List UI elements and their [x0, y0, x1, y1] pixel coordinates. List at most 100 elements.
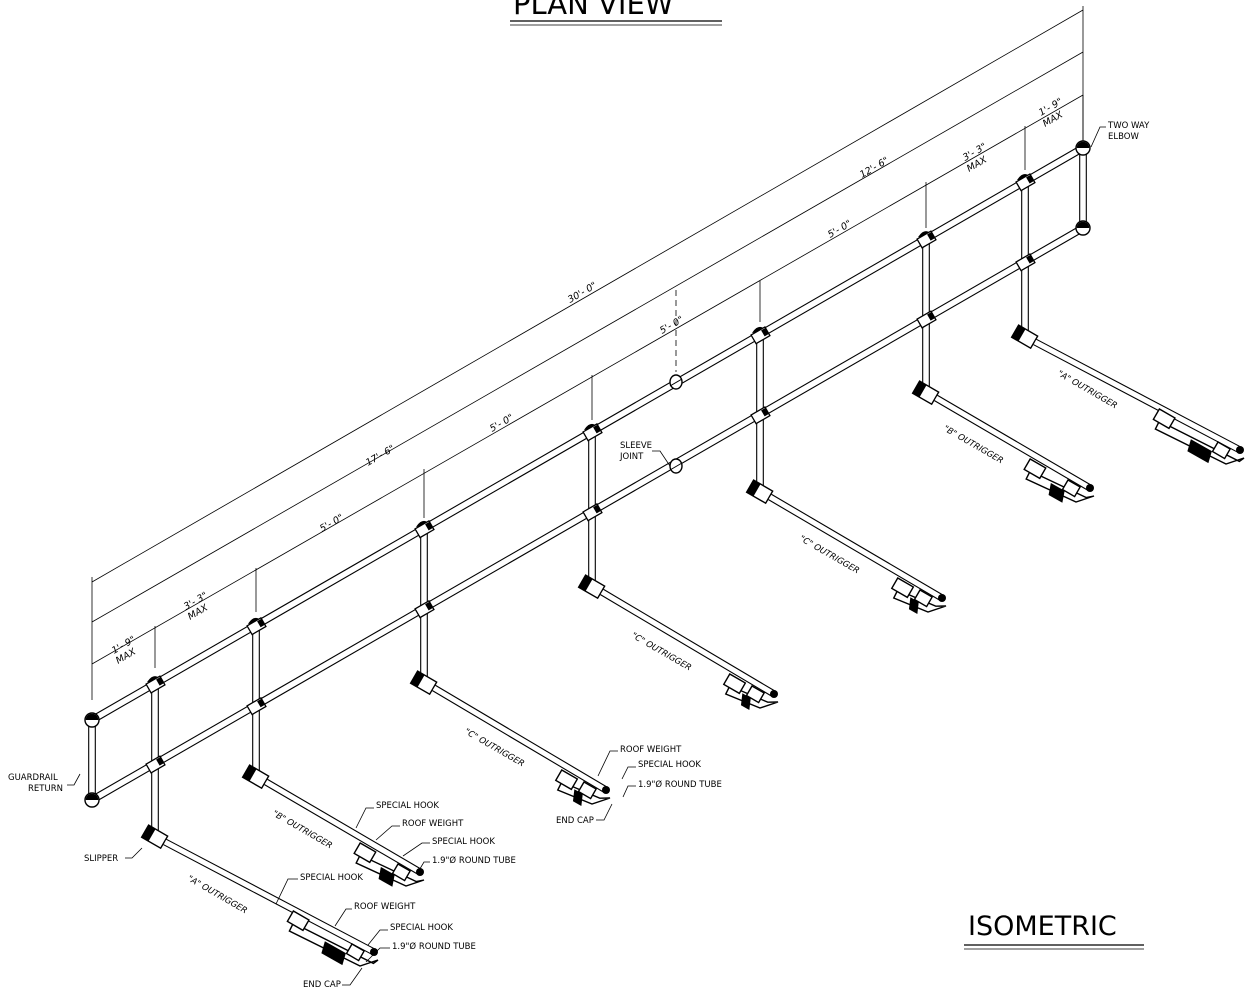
outrigger-tube-3-body [432, 685, 608, 793]
dim-overall: 30'- 0" [566, 280, 599, 305]
clamp-bolt [593, 504, 601, 514]
callout-b-roof-weight: ROOF WEIGHT [402, 819, 464, 829]
roof-weight-shade [321, 941, 346, 966]
rail-clamp [145, 675, 166, 694]
rail-clamp [145, 755, 166, 774]
outrigger-label-c-3: "C" OUTRIGGER [798, 534, 861, 576]
dim-span-a: 5'- 0" [318, 512, 346, 534]
special-hook [1061, 479, 1082, 498]
callout-guardrail-return-2: RETURN [28, 784, 63, 794]
dim-span-b: 5'- 0" [488, 412, 516, 434]
rail-clamp [582, 503, 603, 522]
clamp-bolt [761, 327, 769, 337]
clamp-bolt [1026, 174, 1034, 184]
clamp-bolt [425, 521, 433, 531]
dim-left-run: 17'- 6" [364, 443, 397, 468]
clamp-bolt [156, 677, 164, 686]
outrigger-tube-2-body [264, 779, 422, 875]
special-hook [345, 943, 366, 962]
callout-a-special-hook-bottom: SPECIAL HOOK [390, 923, 453, 933]
special-hook [1211, 441, 1232, 460]
roof-weight-shade [378, 866, 395, 887]
callout-b-special-hook-bottom: SPECIAL HOOK [432, 837, 495, 847]
callout-b-round-tube: 1.9"Ø ROUND TUBE [432, 855, 516, 866]
special-hook [913, 589, 934, 608]
clamp-bolt [593, 424, 601, 434]
sleeve-seam [669, 378, 683, 387]
roof-weight-shade [1048, 482, 1065, 503]
rail-clamp [1015, 173, 1036, 192]
slipper-shade [746, 480, 761, 497]
elbow-shade [1076, 141, 1090, 149]
callout-two-way-elbow-1: TWO WAY [1107, 121, 1150, 131]
clamp-bolt [257, 698, 265, 708]
callout-c-end-cap: END CAP [556, 816, 594, 826]
slipper-shade [578, 575, 593, 592]
special-hook [722, 673, 747, 695]
callout-sleeve-joint-1: SLEEVE [620, 441, 652, 451]
callout-b-special-hook-top: SPECIAL HOOK [376, 801, 439, 811]
isometric-title: ISOMETRIC [968, 911, 1117, 942]
special-hook [577, 781, 598, 800]
rail-clamp [916, 310, 937, 329]
end-cap [1086, 484, 1094, 492]
callout-a-round-tube: 1.9"Ø ROUND TUBE [392, 941, 476, 952]
outrigger-label-a-right: "A" OUTRIGGER [1056, 369, 1119, 411]
rail-clamp [414, 600, 435, 619]
sleeve-seam [669, 462, 683, 471]
clamp-bolt [156, 757, 164, 766]
roof-weight-shade [740, 693, 751, 711]
callout-texts: TWO WAY ELBOW SLEEVE JOINT GUARDRAIL RET… [8, 121, 1150, 990]
special-hook [745, 685, 766, 704]
special-hook [353, 842, 377, 864]
elbow-shade [85, 713, 99, 721]
clamp-bolt [927, 232, 935, 241]
dimension-lines [91, 6, 1084, 700]
callout-a-roof-weight: ROOF WEIGHT [354, 902, 416, 912]
clamp-bolt [927, 312, 935, 321]
outrigger-tube-5-body [768, 494, 944, 601]
special-hook [391, 863, 412, 882]
callout-c-round-tube: 1.9"Ø ROUND TUBE [638, 779, 722, 790]
dim-right-run: 12'- 6" [858, 155, 891, 180]
callout-sleeve-joint-2: JOINT [619, 452, 644, 462]
outrigger-tube-7-body [1033, 339, 1242, 453]
end-cap [602, 786, 610, 794]
slipper-shade [141, 825, 156, 842]
special-hook [1023, 458, 1047, 480]
rail-clamp [414, 520, 435, 539]
rail-clamp [246, 616, 267, 636]
special-hook [286, 910, 310, 932]
elbow-shade [1076, 221, 1090, 229]
roof-weight-shade [1187, 439, 1212, 464]
dim-span-right: 5'- 0" [826, 218, 854, 240]
rail-clamp [1015, 253, 1036, 272]
end-cap [416, 868, 424, 876]
rail-clamp [246, 696, 267, 716]
rail-clamp [750, 326, 771, 345]
special-hook [1152, 408, 1176, 430]
guardrail-rails [84, 140, 1091, 808]
callout-c-roof-weight: ROOF WEIGHT [620, 745, 682, 755]
outrigger-tube-6-body [934, 395, 1092, 491]
slipper-shade [242, 765, 257, 782]
callout-two-way-elbow-2: ELBOW [1108, 132, 1139, 142]
end-cap [370, 948, 378, 956]
elbow-shade [85, 793, 99, 801]
callout-a-end-cap: END CAP [303, 980, 341, 990]
outrigger-assemblies [163, 338, 1245, 967]
guardrail-posts [140, 173, 1039, 850]
outrigger-tube-4-body [600, 589, 776, 697]
slipper-shade [410, 671, 425, 688]
slipper-shade [912, 381, 927, 398]
roof-weight-shade [908, 597, 919, 615]
end-cap [770, 690, 778, 698]
plan-view-title: PLAN VIEW [513, 0, 673, 21]
clamp-bolt [257, 618, 265, 628]
callout-a-special-hook-top: SPECIAL HOOK [300, 873, 363, 883]
clamp-bolt [761, 407, 769, 417]
outrigger-tube-1-body [163, 839, 376, 955]
end-cap [938, 594, 946, 602]
roof-weight-shade [572, 789, 583, 807]
special-hook [890, 577, 915, 599]
